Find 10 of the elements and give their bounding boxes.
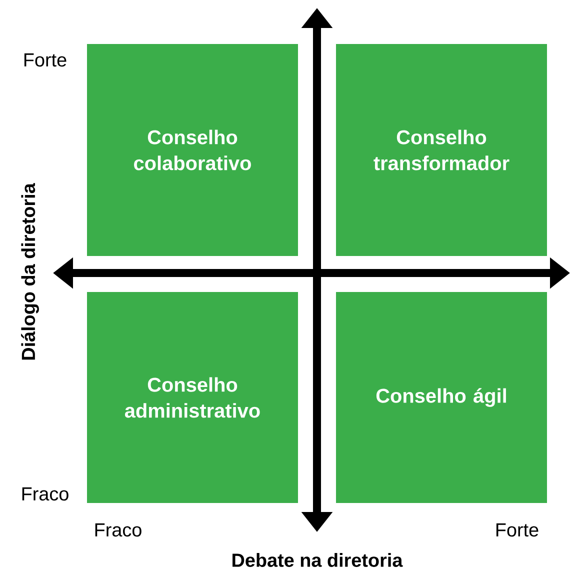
scale-label: Forte (496, 523, 538, 537)
axis-title: Debate na diretoria (232, 553, 403, 567)
axis-title: Diálogo da diretoria (21, 183, 39, 360)
scale-label: Forte (24, 53, 66, 67)
quadrant-box: Conselho ágil (336, 292, 547, 503)
scale-label: Fraco (22, 487, 68, 501)
quadrant-box: Conselho administrativo (87, 292, 298, 503)
quadrant-box: Conselho transformador (336, 44, 547, 256)
quadrant-box: Conselho colaborativo (87, 44, 298, 256)
scale-label: Fraco (95, 523, 142, 537)
